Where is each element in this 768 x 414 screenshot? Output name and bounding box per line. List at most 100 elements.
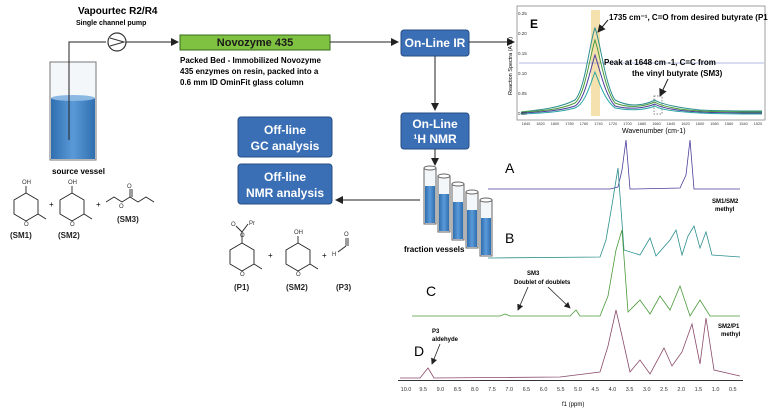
ir-x-tick: 1540 [739,122,747,126]
ir-x-tick: 1520 [754,122,762,126]
online-nmr-label-2: ¹H NMR [413,132,457,146]
nmr-x-tick: 4.0 [609,387,617,393]
nmr-x-tick: 8.5 [454,387,462,393]
sm2-oh-label: OH [68,180,77,186]
reactor-description-3: 0.6 mm ID OminFit glass column [180,78,304,87]
online-nmr-label-1: On-Line [412,117,458,131]
online-ir-label: On-Line IR [405,36,466,50]
fraction-vessels-label: fraction vessels [404,245,465,254]
plus-3: + [268,251,273,260]
sm1-ring-o-label: O [24,222,29,228]
offline-nmr-box [237,163,333,205]
nmr-x-tick: 4.5 [591,387,599,393]
p3-aldehyde-1: P3 [432,329,440,335]
ir-spectrum-panel [516,5,766,121]
nmr-x-tick: 0.5 [729,387,737,393]
nmr-panel-a: A [505,160,515,176]
nmr-x-tick: 7.5 [488,387,496,393]
ir-y-tick: 0.05 [518,91,527,96]
reagent-structures [13,186,155,222]
ir-panel-label: E [530,17,538,31]
ir-x-tick: 1740 [594,122,602,126]
reactor-description-2: 435 enzymes on resin, packed into a [180,67,319,76]
source-vessel [49,61,97,161]
product-structures [229,223,349,272]
nmr-x-tick: 1.5 [695,387,703,393]
ir-x-tick: 1580 [710,122,718,126]
nmr-x-label: f1 (ppm) [562,402,584,408]
sm1-label: (SM1) [10,231,32,240]
nmr-x-tick: 6.5 [523,387,531,393]
ir-y-label: Reaction Spectra (A.U.) [508,37,514,95]
offline-gc-line2: GC analysis [251,139,320,153]
nmr-x-tick: 2.0 [677,387,685,393]
sm2-label: (SM2) [58,231,80,240]
p1-pr-label: Pr [249,221,255,227]
nmr-x-tick: 9.5 [419,387,427,393]
ir-x-label: Wavenumber (cm-1) [622,128,686,135]
sm3-label-nmr-2: Doublet of doublets [514,280,571,286]
ir-x-tick: 1680 [638,122,646,126]
plus-1: + [49,200,54,209]
ir-y-tick: 0.00 [518,111,527,116]
nmr-x-tick: 2.5 [660,387,668,393]
ir-x-tick: 1840 [522,122,530,126]
ir-y-tick: 0.15 [518,51,527,56]
pump-icon [107,32,127,52]
sm1-oh-label: OH [22,180,31,186]
ir-annotation-p1: 1735 cm⁻¹, C=O from desired butyrate (P1… [609,13,768,22]
product-sm2-label: (SM2) [286,283,308,292]
p3-carbonyl-o-label: O [344,232,349,238]
ir-annotation-sm3-2: the vinyl butyrate (SM3) [632,69,723,78]
offline-nmr-line2: NMR analysis [246,186,324,200]
ir-x-tick: 1780 [565,122,573,126]
sm1-sm2-methyl-2: methyl [715,207,735,213]
ir-x-tick: 1800 [551,122,559,126]
nmr-x-tick: 7.0 [505,387,513,393]
offline-nmr-line1: Off-line [264,170,306,184]
p1-label: (P1) [234,283,249,292]
sm3-label-nmr-1: SM3 [527,271,540,277]
nmr-panel-d: D [414,343,424,359]
nmr-x-tick: 8.0 [471,387,479,393]
p1-ring-o-label: O [240,272,245,278]
nmr-x-tick: 6.0 [540,387,548,393]
sm3-label: (SM3) [117,215,139,224]
reactor-label: Novozyme 435 [217,37,293,49]
fraction-vessels [423,165,493,257]
ir-x-tick: 1640 [667,122,675,126]
product-sm2-ring-o-label: O [296,272,301,278]
ir-x-tick: 1760 [580,122,588,126]
ir-x-tick: 1700 [623,122,631,126]
ir-x-tick: 1620 [681,122,689,126]
offline-gc-line1: Off-line [264,123,306,137]
ir-y-ticks: 0.25 0.20 0.15 0.10 0.05 0.00 [518,11,527,116]
p3-aldehyde-2: aldehyde [432,337,459,343]
nmr-panel-c: C [426,283,436,299]
sm2-p1-methyl-1: SM2/P1 [718,324,740,330]
ir-annotation-sm3-1: Peak at 1648 cm -1, C=C from [604,58,716,67]
ir-x-tick: 1820 [536,122,544,126]
offline-gc-box [237,116,333,158]
pump-title: Vapourtec R2/R4 [78,6,158,17]
nmr-panel-b: B [505,230,514,246]
nmr-x-tick: 3.0 [643,387,651,393]
ir-y-tick: 0.20 [518,31,527,36]
source-vessel-label: source vessel [52,167,105,176]
plus-2: + [96,200,101,209]
ir-x-tick: 1660 [652,122,660,126]
pump-subtitle: Single channel pump [76,20,146,27]
sm1-sm2-methyl-1: SM1/SM2 [712,199,739,205]
ir-x-tick: 1560 [725,122,733,126]
nmr-x-tick: 5.5 [557,387,565,393]
ir-y-tick: 0.10 [518,71,527,76]
ir-y-tick: 0.25 [518,11,527,16]
nmr-panel [398,139,743,381]
plus-4: + [322,251,327,260]
sm3-ester-o-label: O [119,204,124,210]
nmr-x-tick: 3.5 [626,387,634,393]
product-sm2-oh-label: OH [294,230,303,236]
